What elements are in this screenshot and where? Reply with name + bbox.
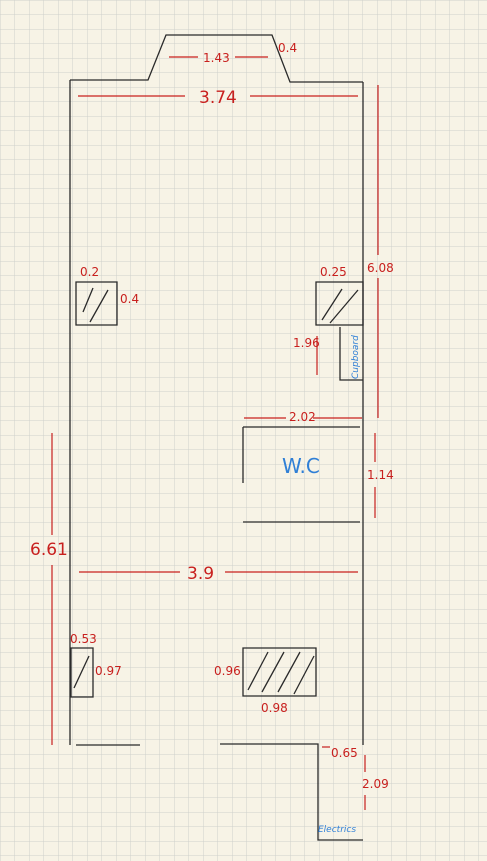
right-window-width-label: 0.25 <box>320 265 347 279</box>
wc-wall <box>242 426 360 523</box>
cupboard-box <box>339 327 363 381</box>
bay-window-wall <box>70 34 363 83</box>
wc-width-label: 2.02 <box>289 410 316 424</box>
bottom-width-label: 3.9 <box>187 564 214 584</box>
right-length-label: 6.08 <box>367 261 394 275</box>
wc-height-label: 1.14 <box>367 468 394 482</box>
lower-left-width-label: 0.53 <box>70 632 97 646</box>
wc-room-label: W.C <box>282 454 320 478</box>
bay-depth-label: 0.4 <box>278 41 297 55</box>
lower-left-box <box>70 647 94 698</box>
step-height-label: 2.09 <box>362 777 389 791</box>
cupboard-label: Cupboard <box>351 335 361 379</box>
lower-left-height-label: 0.97 <box>95 664 122 678</box>
left-window <box>75 281 118 326</box>
right-window <box>315 281 364 326</box>
cupboard-height-label: 1.96 <box>293 336 320 350</box>
bottom-wall-right <box>220 743 363 841</box>
dimension-lines <box>51 56 379 810</box>
left-window-height-label: 0.4 <box>120 292 139 306</box>
left-window-width-label: 0.2 <box>80 265 99 279</box>
bay-width-label: 1.43 <box>203 51 230 65</box>
top-width-label: 3.74 <box>199 88 237 108</box>
center-box-width-label: 0.98 <box>261 701 288 715</box>
left-length-label: 6.61 <box>30 540 68 560</box>
center-box <box>242 647 317 697</box>
center-box-height-label: 0.96 <box>214 664 241 678</box>
step-width-label: 0.65 <box>331 746 358 760</box>
walls <box>69 34 364 841</box>
electrics-label: Electrics <box>318 825 356 835</box>
